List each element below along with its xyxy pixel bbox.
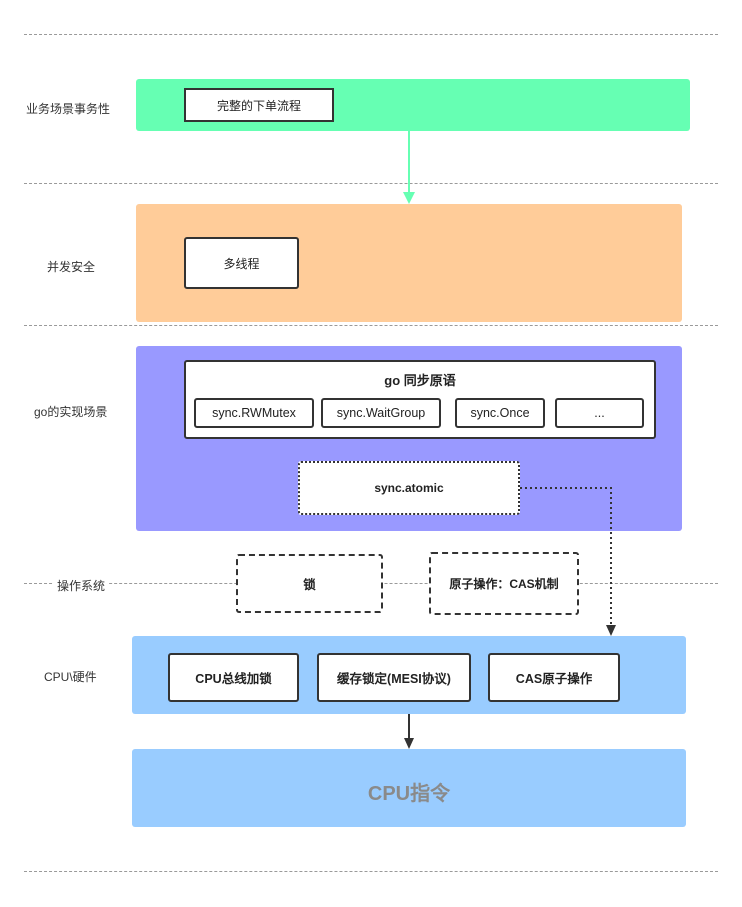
separator-business bbox=[24, 183, 718, 184]
cache-lock-box: 缓存锁定(MESI协议) bbox=[317, 653, 471, 702]
order-flow-box: 完整的下单流程 bbox=[184, 88, 334, 122]
primitive-once: sync.Once bbox=[455, 398, 545, 428]
arrowhead-green bbox=[403, 192, 415, 204]
separator-top bbox=[24, 34, 718, 35]
cpu-instruction-band bbox=[132, 749, 686, 827]
multithread-box: 多线程 bbox=[184, 237, 299, 289]
label-hardware: CPU\硬件 bbox=[44, 670, 97, 684]
primitive-waitgroup: sync.WaitGroup bbox=[321, 398, 441, 428]
cas-atomic-box: CAS原子操作 bbox=[488, 653, 620, 702]
os-lock-box: 锁 bbox=[236, 554, 383, 613]
sync-atomic-box: sync.atomic bbox=[298, 461, 520, 515]
primitive-more: ... bbox=[555, 398, 644, 428]
label-os: 操作系统 bbox=[53, 577, 110, 594]
separator-concurrency bbox=[24, 325, 718, 326]
separator-bottom bbox=[24, 871, 718, 872]
os-cas-box: 原子操作：CAS机制 bbox=[429, 552, 579, 615]
cpu-instruction-label: CPU指令 bbox=[367, 782, 451, 805]
label-concurrency: 并发安全 bbox=[47, 260, 96, 274]
arrowhead-dotted bbox=[606, 625, 616, 636]
primitive-rwmutex: sync.RWMutex bbox=[194, 398, 314, 428]
go-sync-group-title: go 同步原语 bbox=[384, 373, 456, 388]
label-go: go的实现场景 bbox=[34, 405, 108, 419]
label-business: 业务场景事务性 bbox=[26, 102, 111, 116]
cpu-bus-lock-box: CPU总线加锁 bbox=[168, 653, 299, 702]
arrowhead-solid bbox=[404, 738, 414, 749]
arrow-atomic-to-cas bbox=[520, 487, 612, 626]
